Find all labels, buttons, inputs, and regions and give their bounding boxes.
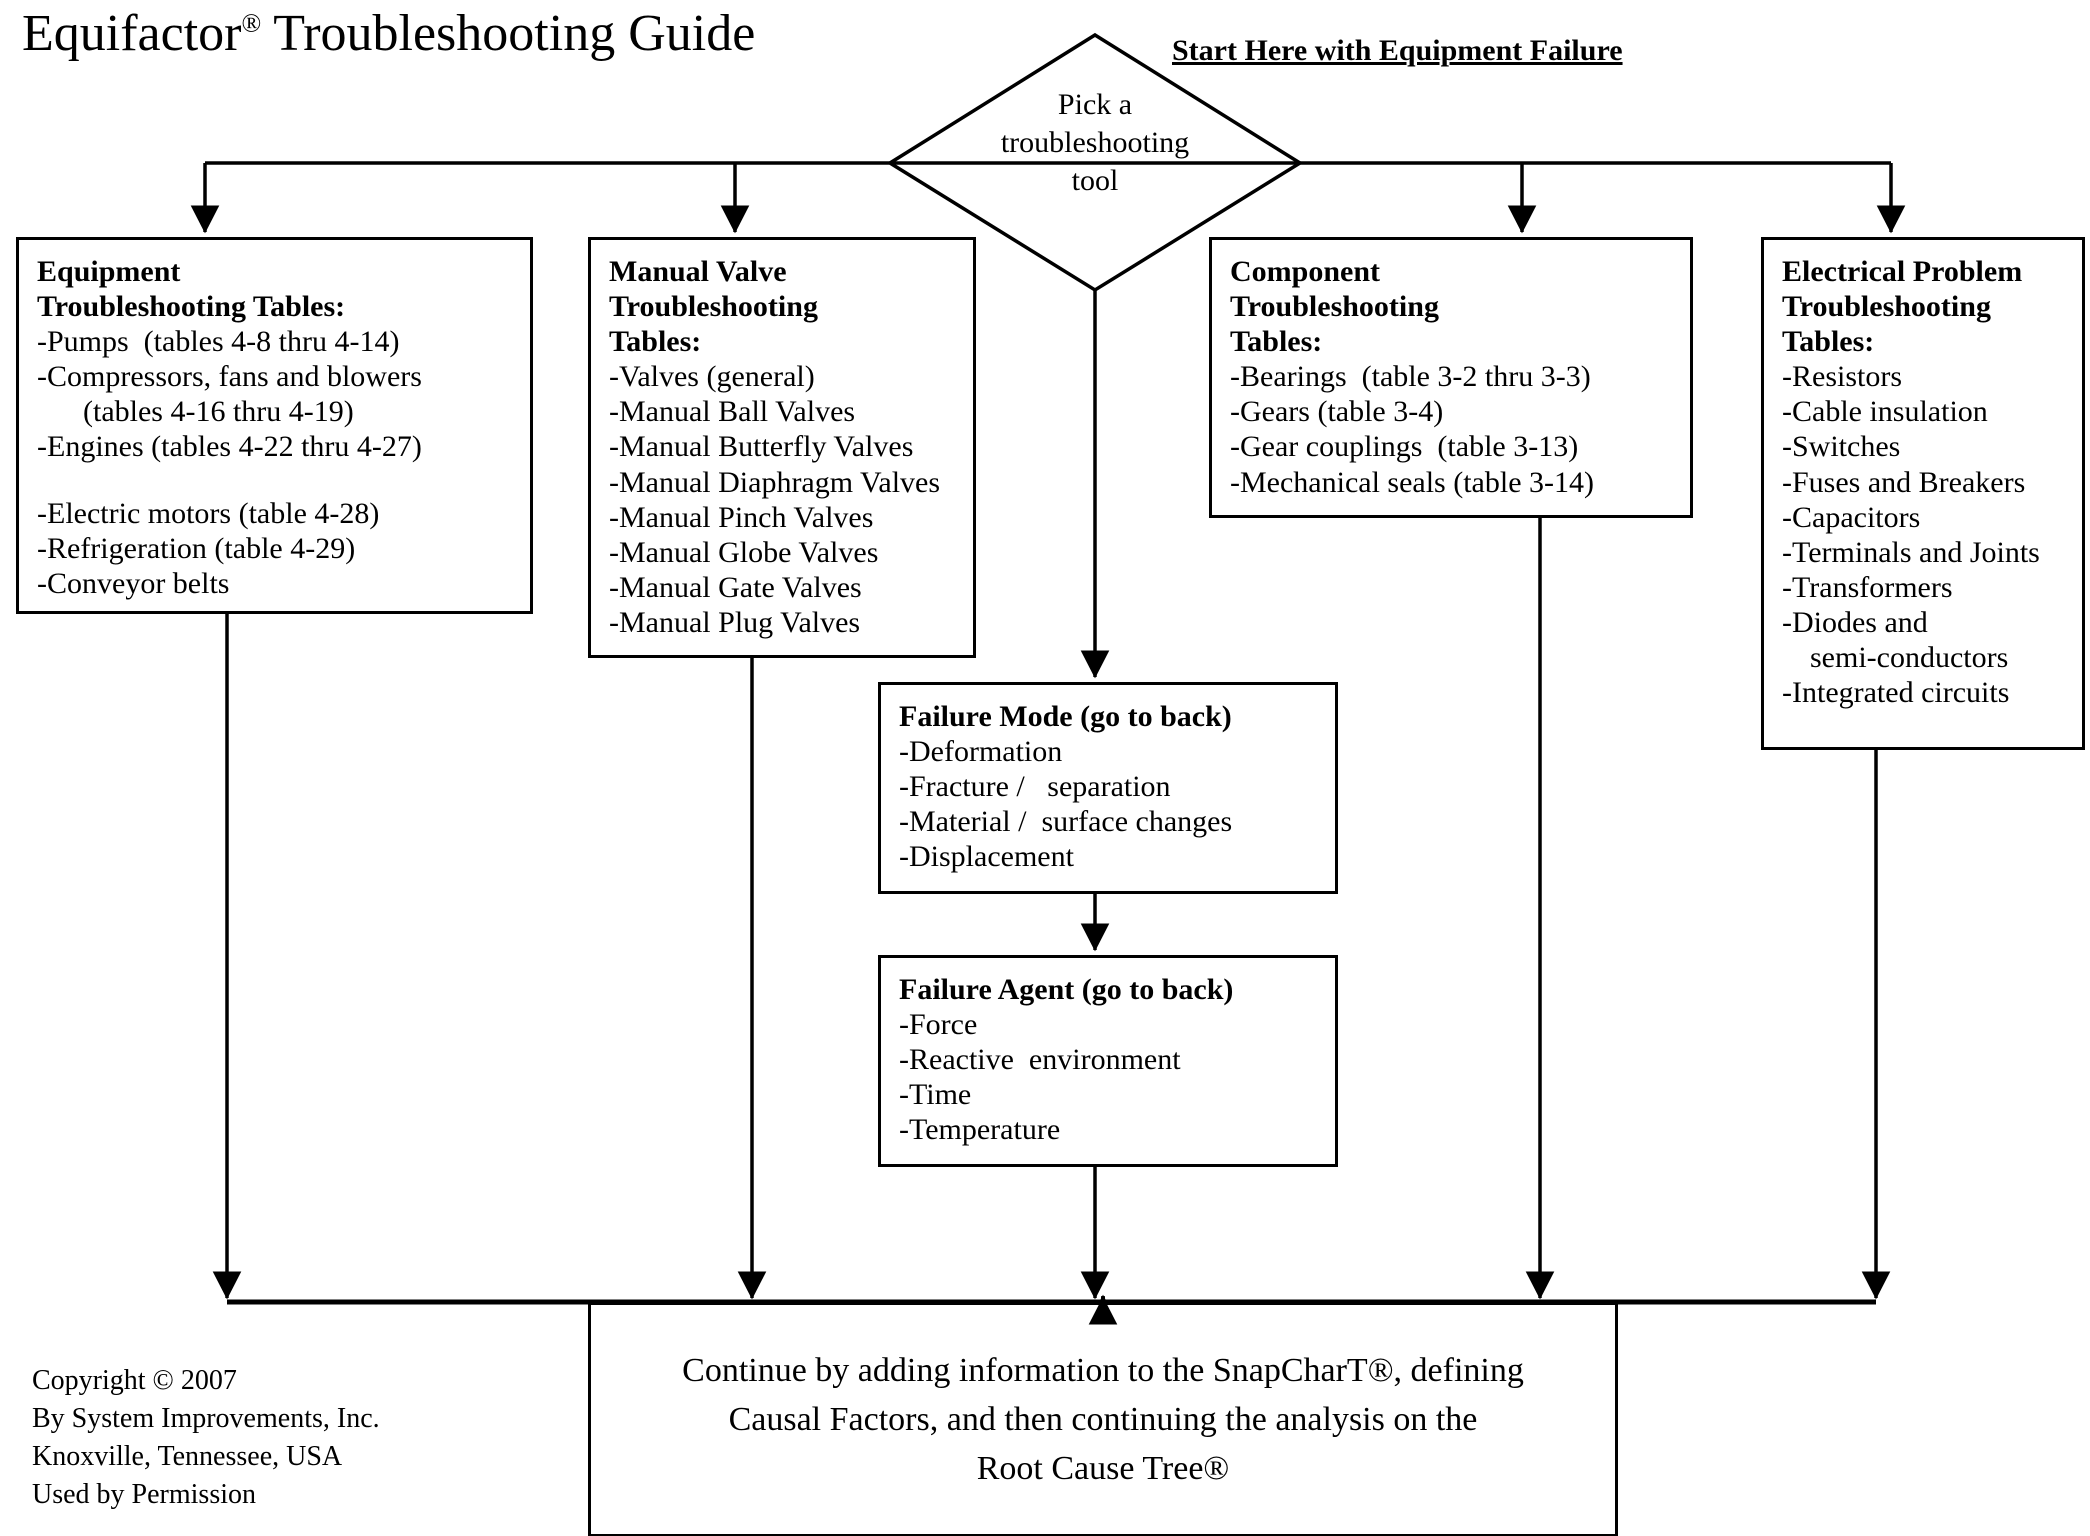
list-item: -Conveyor belts bbox=[37, 566, 230, 600]
list-item: -Force bbox=[899, 1008, 978, 1042]
list-item: -Integrated circuits bbox=[1782, 676, 2010, 710]
node-equipment-troubleshooting-tables[interactable]: Equipment Troubleshooting Tables: -Pumps… bbox=[16, 237, 533, 614]
node-valve-heading: Manual Valve Troubleshooting Tables: bbox=[609, 255, 818, 359]
node-failure-mode-heading: Failure Mode (go to back) bbox=[899, 700, 1232, 733]
list-item: -Manual Diaphragm Valves bbox=[609, 465, 941, 499]
node-manual-valve-troubleshooting-tables[interactable]: Manual Valve Troubleshooting Tables: -Va… bbox=[588, 237, 976, 658]
node-equipment-list: -Pumps (tables 4-8 thru 4-14) -Compresso… bbox=[37, 324, 514, 601]
registered-mark-icon: ® bbox=[241, 8, 262, 38]
list-item: -Reactive environment bbox=[899, 1043, 1181, 1077]
start-here-label: Start Here with Equipment Failure bbox=[1172, 34, 1623, 67]
node-conclusion-text: Continue by adding information to the Sn… bbox=[682, 1351, 1524, 1488]
list-item: -Displacement bbox=[899, 840, 1074, 874]
node-failure-mode[interactable]: Failure Mode (go to back) -Deformation -… bbox=[878, 682, 1338, 894]
node-failure-agent-heading: Failure Agent (go to back) bbox=[899, 973, 1234, 1006]
list-item: -Temperature bbox=[899, 1113, 1061, 1147]
list-item: -Terminals and Joints bbox=[1782, 535, 2040, 569]
list-item: -Capacitors bbox=[1782, 500, 1921, 534]
node-electrical-list: -Resistors -Cable insulation -Switches -… bbox=[1782, 359, 2066, 710]
list-item: -Pumps (tables 4-8 thru 4-14) bbox=[37, 325, 400, 359]
list-item: -Cable insulation bbox=[1782, 395, 1988, 429]
node-electrical-problem-troubleshooting-tables[interactable]: Electrical Problem Troubleshooting Table… bbox=[1761, 237, 2085, 750]
node-conclusion[interactable]: Continue by adding information to the Sn… bbox=[588, 1302, 1618, 1536]
list-item: -Manual Plug Valves bbox=[609, 605, 861, 639]
node-electrical-heading: Electrical Problem Troubleshooting Table… bbox=[1782, 255, 2023, 359]
list-item: -Switches bbox=[1782, 430, 1901, 464]
list-item: -Valves (general) bbox=[609, 360, 815, 394]
list-item: -Resistors bbox=[1782, 360, 1902, 394]
page-title: Equifactor® Troubleshooting Guide bbox=[22, 8, 755, 60]
list-item: -Manual Butterfly Valves bbox=[609, 430, 914, 464]
page-title-rest: Troubleshooting Guide bbox=[261, 5, 756, 62]
list-item: -Gear couplings (table 3-13) bbox=[1230, 430, 1579, 464]
list-item: -Manual Pinch Valves bbox=[609, 500, 874, 534]
list-spacer bbox=[37, 465, 514, 496]
list-item: -Compressors, fans and blowers bbox=[37, 360, 422, 394]
list-item: -Manual Gate Valves bbox=[609, 570, 862, 604]
page-title-main: Equifactor bbox=[22, 5, 242, 62]
list-item: -Gears (table 3-4) bbox=[1230, 395, 1444, 429]
list-item: -Refrigeration (table 4-29) bbox=[37, 531, 356, 565]
list-item: -Fuses and Breakers bbox=[1782, 465, 2026, 499]
list-item: -Mechanical seals (table 3-14) bbox=[1230, 465, 1594, 499]
node-failure-agent[interactable]: Failure Agent (go to back) -Force -React… bbox=[878, 955, 1338, 1167]
node-failure-mode-list: -Deformation -Fracture / separation -Mat… bbox=[899, 734, 1319, 874]
list-item: -Deformation bbox=[899, 735, 1063, 769]
node-component-list: -Bearings (table 3-2 thru 3-3) -Gears (t… bbox=[1230, 359, 1674, 499]
node-component-heading: Component Troubleshooting Tables: bbox=[1230, 255, 1439, 359]
node-failure-agent-list: -Force -Reactive environment -Time -Temp… bbox=[899, 1007, 1319, 1147]
node-valve-list: -Valves (general) -Manual Ball Valves -M… bbox=[609, 359, 957, 640]
list-item: -Engines (tables 4-22 thru 4-27) bbox=[37, 430, 422, 464]
decision-diamond-label: Pick a troubleshooting tool bbox=[1000, 88, 1190, 197]
node-component-troubleshooting-tables[interactable]: Component Troubleshooting Tables: -Beari… bbox=[1209, 237, 1693, 518]
list-item: -Electric motors (table 4-28) bbox=[37, 496, 380, 530]
copyright-notice: Copyright © 2007 By System Improvements,… bbox=[32, 1365, 380, 1511]
list-item: -Transformers bbox=[1782, 570, 1953, 604]
list-item: -Manual Ball Valves bbox=[609, 395, 856, 429]
list-item: -Diodes and bbox=[1782, 605, 1928, 639]
list-item: (tables 4-16 thru 4-19) bbox=[83, 395, 354, 429]
list-item: -Time bbox=[899, 1078, 972, 1112]
list-item: -Bearings (table 3-2 thru 3-3) bbox=[1230, 360, 1591, 394]
list-item: -Manual Globe Valves bbox=[609, 535, 879, 569]
list-item: -Material / surface changes bbox=[899, 805, 1233, 839]
node-equipment-heading: Equipment Troubleshooting Tables: bbox=[37, 255, 346, 324]
list-item: semi-conductors bbox=[1810, 641, 2009, 675]
list-item: -Fracture / separation bbox=[899, 770, 1171, 804]
